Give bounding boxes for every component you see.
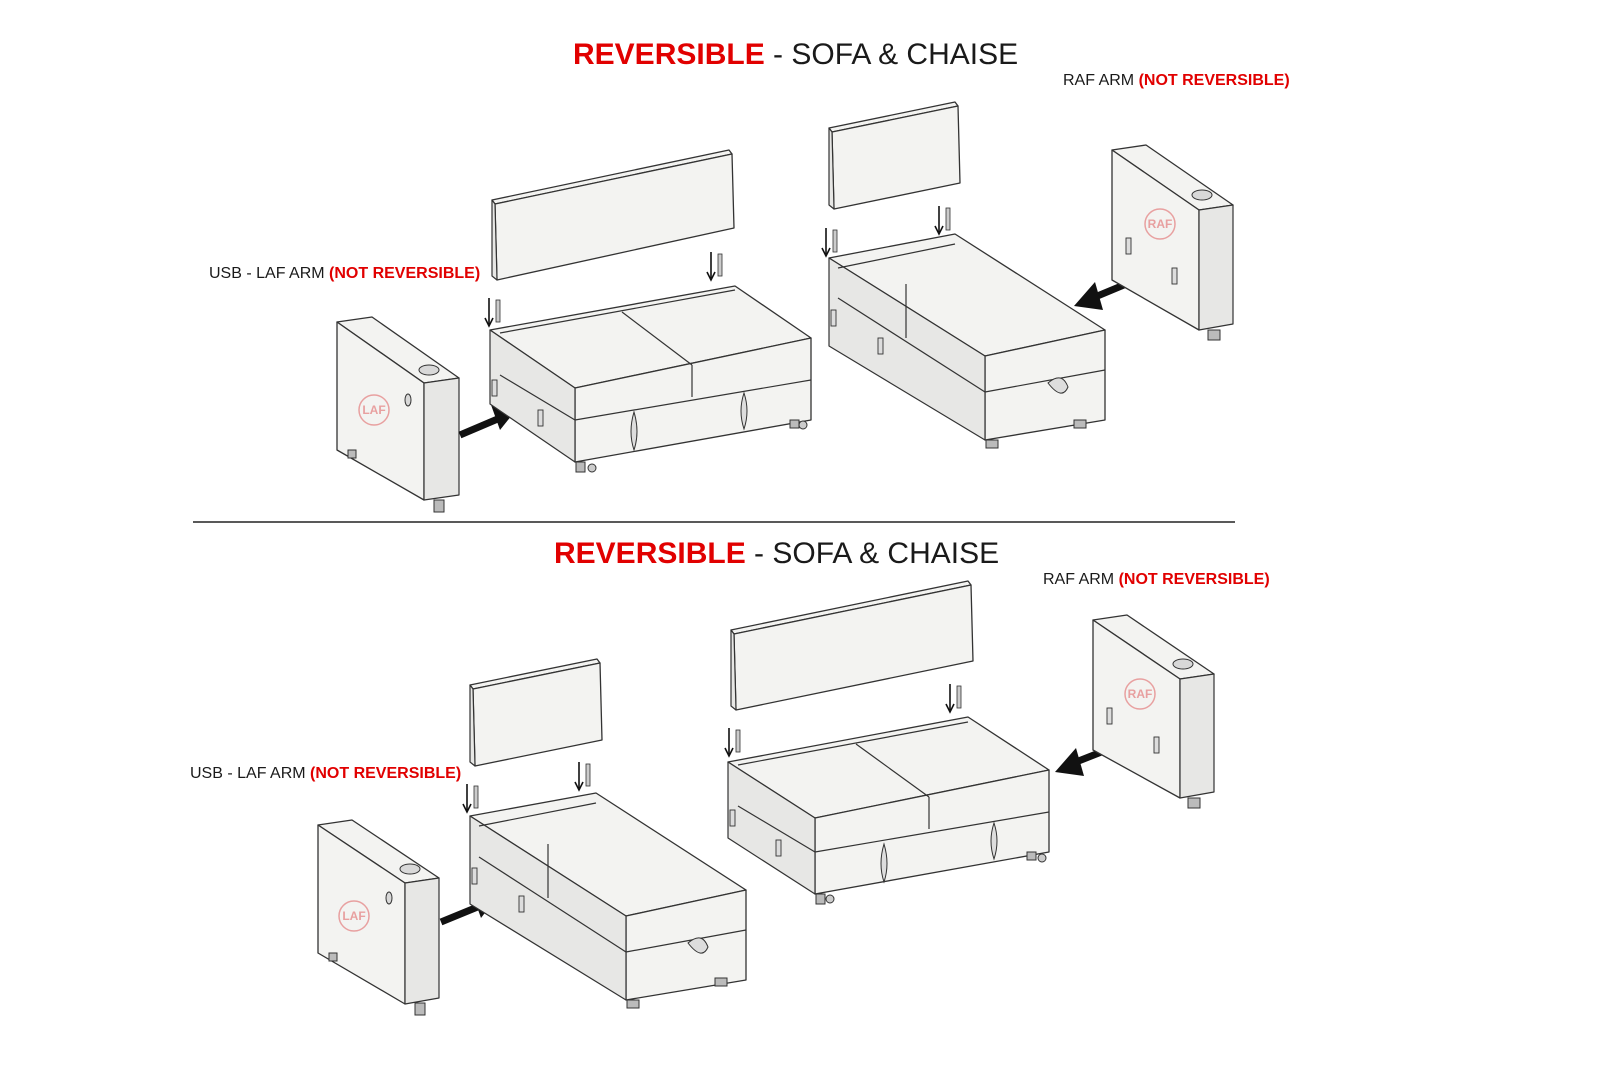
top-sofa-base — [489, 285, 812, 473]
top-left-arm-label: USB - LAF ARM (NOT REVERSIBLE) — [209, 264, 480, 284]
bottom-title-rest: - SOFA & CHAISE — [745, 537, 1000, 570]
top-sofa-down-arrow-left — [484, 297, 501, 327]
bottom-laf-mark: LAF — [342, 909, 365, 923]
top-chaise-down-arrow-left — [821, 227, 838, 257]
bottom-sofa-down-arrow-right — [945, 683, 962, 713]
bottom-title: REVERSIBLE - SOFA & CHAISE — [554, 537, 999, 571]
bottom-left-arm-text: USB - LAF ARM — [190, 765, 311, 782]
top-right-arm-note: (NOT REVERSIBLE) — [1138, 72, 1290, 89]
bottom-title-reversible: REVERSIBLE — [554, 537, 746, 570]
top-title-rest: - SOFA & CHAISE — [764, 38, 1019, 71]
top-left-arm-note: (NOT REVERSIBLE) — [329, 265, 481, 282]
bottom-chaise-backrest — [469, 658, 603, 767]
bottom-left-arm-label: USB - LAF ARM (NOT REVERSIBLE) — [190, 764, 461, 784]
bottom-raf-mark: RAF — [1128, 687, 1153, 701]
top-laf-arm: LAF — [336, 316, 460, 513]
bottom-left-arm-note: (NOT REVERSIBLE) — [310, 765, 462, 782]
bottom-raf-arm: RAF — [1092, 614, 1215, 809]
top-right-arm-label: RAF ARM (NOT REVERSIBLE) — [1063, 71, 1290, 91]
top-raf-arm: RAF — [1111, 144, 1234, 341]
top-chaise-down-arrow-right — [934, 205, 951, 235]
bottom-right-arm-note: (NOT REVERSIBLE) — [1118, 571, 1270, 588]
bottom-sofa-backrest — [730, 580, 974, 711]
bottom-right-arm-text: RAF ARM — [1043, 571, 1119, 588]
top-raf-mark: RAF — [1148, 217, 1173, 231]
top-sofa-backrest — [491, 149, 735, 281]
top-laf-mark: LAF — [362, 403, 385, 417]
top-left-arm-text: USB - LAF ARM — [209, 265, 330, 282]
top-chaise-base — [828, 233, 1106, 449]
bottom-sofa-down-arrow-left — [724, 727, 741, 757]
top-chaise-backrest — [828, 101, 961, 210]
bottom-right-arm-label: RAF ARM (NOT REVERSIBLE) — [1043, 570, 1270, 590]
top-title-reversible: REVERSIBLE — [573, 38, 765, 71]
top-title: REVERSIBLE - SOFA & CHAISE — [573, 38, 1018, 72]
bottom-laf-arm: LAF — [317, 819, 440, 1016]
top-right-arm-text: RAF ARM — [1063, 72, 1139, 89]
top-sofa-down-arrow-right — [706, 251, 723, 281]
bottom-chaise-down-arrow-left — [462, 783, 479, 813]
bottom-chaise-down-arrow-right — [574, 761, 591, 791]
bottom-chaise-base — [469, 792, 747, 1009]
bottom-sofa-base — [727, 716, 1050, 905]
